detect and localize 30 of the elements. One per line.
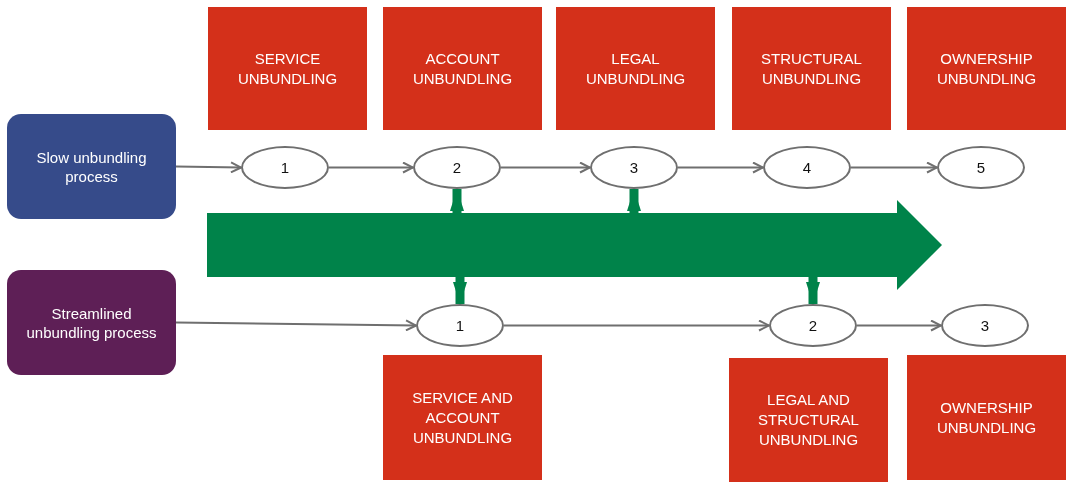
arrow xyxy=(175,319,417,332)
stage-box: SERVICE UNBUNDLING xyxy=(208,7,367,130)
stage-box: SERVICE AND ACCOUNT UNBUNDLING xyxy=(383,355,542,480)
step-ellipse: 2 xyxy=(769,304,857,347)
arrow xyxy=(328,161,414,174)
block-arrow xyxy=(450,189,464,213)
stage-box: ACCOUNT UNBUNDLING xyxy=(383,7,542,130)
step-ellipse: 4 xyxy=(763,146,851,189)
step-ellipse: 3 xyxy=(590,146,678,189)
arrow xyxy=(677,161,764,174)
stage-box: LEGAL AND STRUCTURAL UNBUNDLING xyxy=(729,358,888,482)
step-ellipse: 1 xyxy=(416,304,504,347)
step-ellipse: 2 xyxy=(413,146,501,189)
block-arrow xyxy=(453,277,467,304)
arrow xyxy=(850,161,938,174)
block-arrow xyxy=(627,189,641,213)
stage-box: OWNERSHIP UNBUNDLING xyxy=(907,355,1066,480)
stage-box: STRUCTURAL UNBUNDLING xyxy=(732,7,891,130)
process-box: Slow unbundling process xyxy=(7,114,176,219)
step-ellipse: 3 xyxy=(941,304,1029,347)
arrow xyxy=(500,161,591,174)
step-ellipse: 1 xyxy=(241,146,329,189)
stage-box: LEGAL UNBUNDLING xyxy=(556,7,715,130)
arrow xyxy=(175,161,242,174)
arrow xyxy=(856,319,942,332)
process-box: Streamlined unbundling process xyxy=(7,270,176,375)
block-arrow xyxy=(806,277,820,304)
step-ellipse: 5 xyxy=(937,146,1025,189)
stage-box: OWNERSHIP UNBUNDLING xyxy=(907,7,1066,130)
arrow xyxy=(503,319,770,332)
